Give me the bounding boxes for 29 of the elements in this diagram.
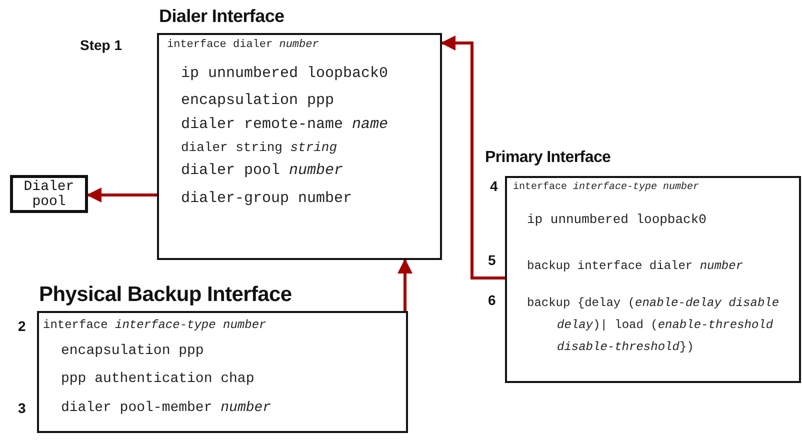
config-command: backup {delay (enable-delay disable delay)| load (enable-threshold disable-threshold})	[527, 295, 780, 356]
arrow	[86, 188, 157, 202]
config-command: dialer pool-member number	[61, 399, 272, 417]
interface-heading: Primary Interface	[485, 149, 611, 167]
pool-label: Dialer pool	[22, 178, 76, 212]
step-number: 4	[490, 178, 498, 194]
config-command: encapsulation ppp	[61, 342, 205, 360]
config-command: dialer string string	[181, 139, 338, 156]
step-number: 5	[488, 252, 496, 268]
interface-heading: Dialer Interface	[159, 6, 284, 27]
arrow	[440, 36, 505, 280]
step-number: 3	[18, 400, 26, 416]
config-command: dialer pool number	[181, 161, 344, 180]
config-command: dialer-group number	[181, 189, 354, 208]
config-command: interface interface-type number	[513, 181, 700, 195]
config-command: encapsulation ppp	[181, 91, 336, 110]
config-command: interface interface-type number	[43, 317, 268, 333]
interface-heading: Physical Backup Interface	[39, 283, 292, 307]
config-command: interface dialer number	[167, 38, 320, 53]
config-command: dialer remote-name name	[181, 115, 390, 134]
config-command: backup interface dialer number	[527, 258, 744, 274]
arrow	[398, 258, 412, 311]
config-command: ip unnumbered loopback0	[181, 64, 390, 83]
step-number: 2	[18, 318, 26, 334]
pool-box	[10, 175, 88, 213]
config-command: ppp authentication chap	[61, 370, 256, 388]
step-number: Step 1	[80, 37, 122, 53]
config-command: ip unnumbered loopback0	[527, 211, 708, 228]
step-number: 6	[488, 292, 496, 308]
